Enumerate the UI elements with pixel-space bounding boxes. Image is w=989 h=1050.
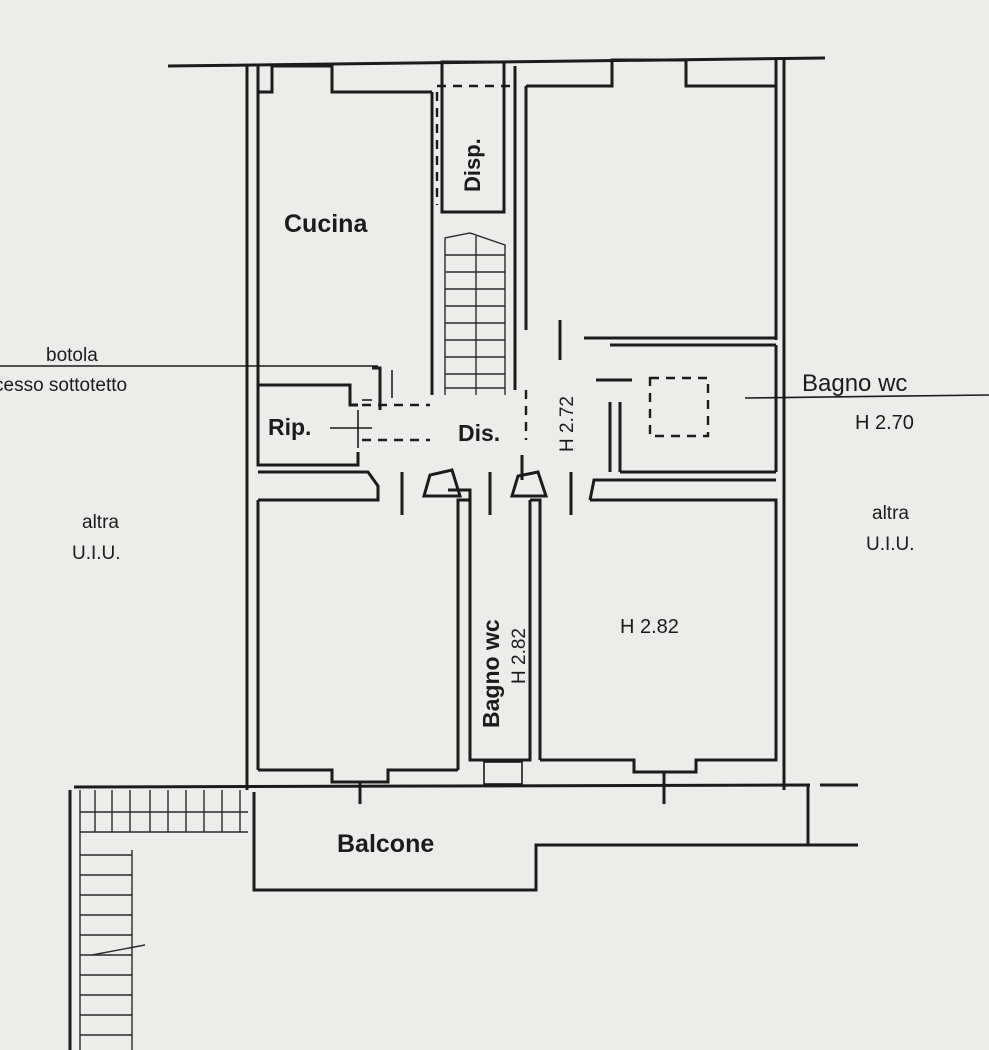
room-label-dis: Dis. <box>458 420 501 446</box>
balcony-walls <box>73 772 858 892</box>
room-label-rip: Rip. <box>268 414 312 440</box>
disp-closet <box>440 60 506 214</box>
room-label-disp: Disp. <box>460 138 485 192</box>
internal-staircase <box>444 232 506 395</box>
annotation-left-uiu: U.I.U. <box>72 543 121 564</box>
height-label-bagno-right: H 2.70 <box>855 412 914 434</box>
annotation-right-altra: altra <box>872 503 909 524</box>
annotation-botola: botola <box>46 345 98 366</box>
right-bathroom-walls <box>584 336 778 474</box>
annotation-cesso-sottotetto: cesso sottotetto <box>0 375 128 396</box>
height-label-room-right: H 2.82 <box>620 616 679 638</box>
annotation-right-uiu: U.I.U. <box>866 534 915 555</box>
room-label-balcone: Balcone <box>337 830 435 858</box>
room-label-bagno-right: Bagno wc <box>802 370 908 397</box>
room-label-bagno-center: Bagno wc <box>478 619 504 728</box>
outer-walls <box>245 58 786 790</box>
external-staircase <box>68 790 248 1050</box>
height-label-corridor: H 2.72 <box>557 396 578 452</box>
annotation-left-altra: altra <box>82 512 119 533</box>
bagno-leader-line <box>744 394 989 399</box>
room-label-cucina: Cucina <box>284 210 368 238</box>
height-label-bagno-center: H 2.82 <box>509 628 530 684</box>
